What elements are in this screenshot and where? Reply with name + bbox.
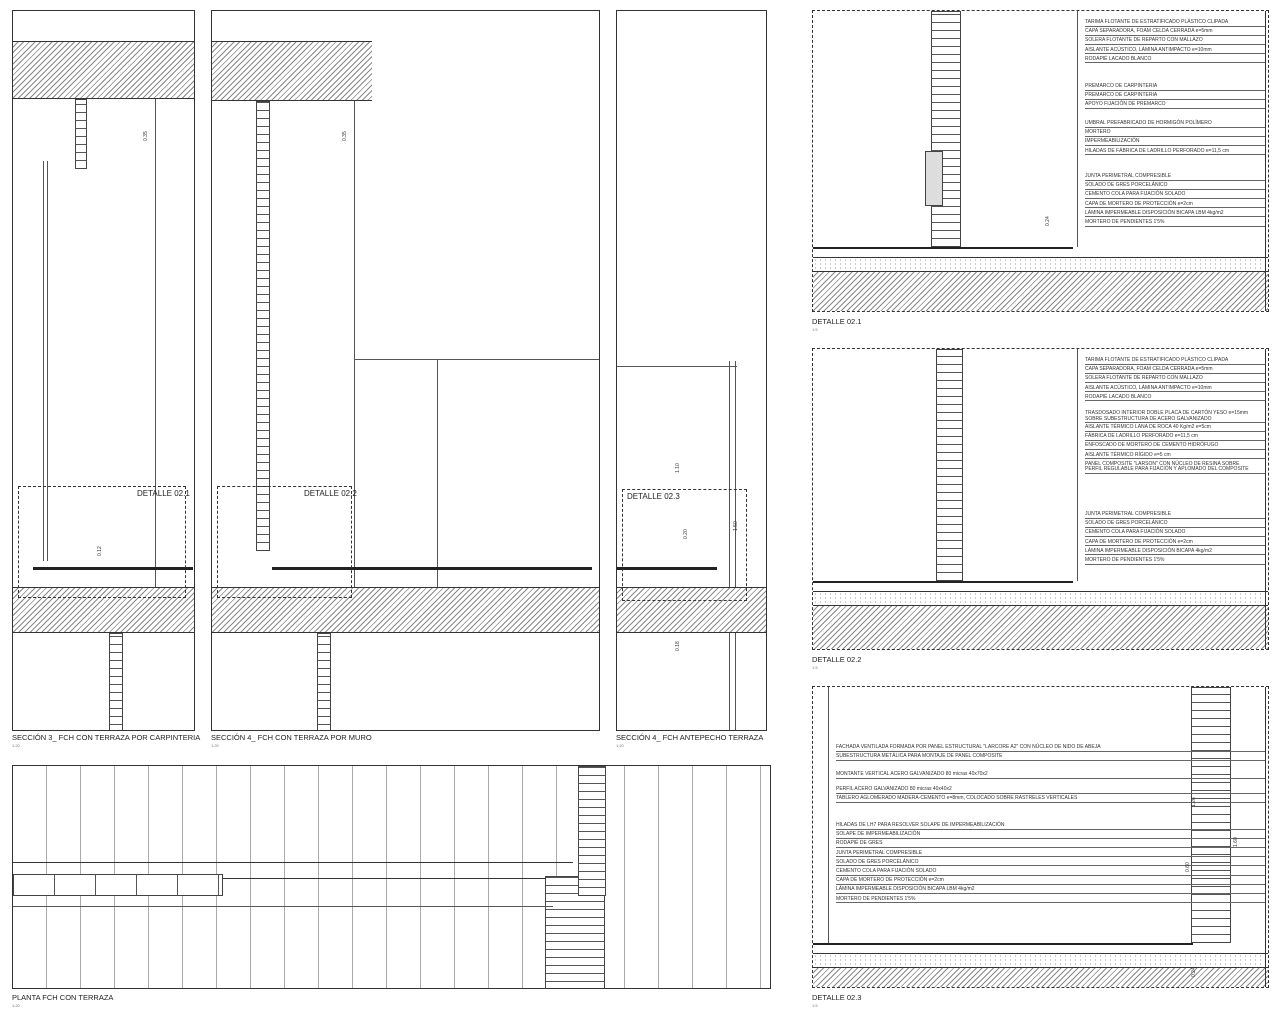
annotation-label: AISLANTE ACÚSTICO, LÁMINA ANTIMPACTO e=1… (1085, 385, 1265, 393)
annotation-label: TABLERO AGLOMERADO MADERA-CEMENTO e=8mm,… (836, 796, 1265, 803)
annotation-label: CAPA SEPARADORA, FOAM CELDA CERRADA e=5m… (1085, 367, 1265, 374)
guide-line (1077, 349, 1078, 581)
structural-slab (813, 271, 1268, 311)
annotation-label: SOLERA FLOTANTE DE REPARTO CON MALLAZO (1085, 38, 1265, 45)
section-caption: SECCIÓN 3_ FCH CON TERRAZA POR CARPINTER… (12, 733, 201, 742)
annotation-label: PANEL COMPOSITE "LARSON" CON NÚCLEO DE R… (1085, 461, 1265, 474)
waterproofing-layer (813, 581, 1073, 583)
annotation-label: ENFOSCADO DE MORTERO DE CEMENTO HIDRÓFUG… (1085, 443, 1265, 450)
section-4-drawing: DETALLE 02.2 0.35 (211, 10, 600, 731)
guide-line (828, 687, 829, 943)
annotation-label: PREMARCO DE CARPINTERIA (1085, 83, 1265, 91)
annotation-label: CEMENTO COLA PARA FIJACIÓN SOLADO (836, 868, 1265, 876)
annotation-label: MORTERO DE PENDIENTES 1'5% (1085, 219, 1265, 227)
annotation-label: SOLADO DE GRES PORCELÁNICO (836, 859, 1265, 867)
window-frame (925, 151, 943, 206)
annotation-label: FACHADA VENTILADA FORMADA POR PANEL ESTR… (836, 744, 1265, 752)
subgrade (813, 257, 1268, 271)
annotation-label: SOLERA FLOTANTE DE REPARTO CON MALLAZO (1085, 376, 1265, 383)
annotation-label: APOYO FIJACIÓN DE PREMARCO (1085, 102, 1265, 109)
border-line (1265, 11, 1266, 311)
upper-slab (13, 41, 194, 99)
annotation-label: CEMENTO COLA PARA FIJACIÓN SOLADO (1085, 192, 1265, 199)
annotation-label: JUNTA PERIMETRAL COMPRESIBLE (1085, 173, 1265, 181)
detail-caption: DETALLE 02.2 (812, 655, 862, 664)
detail-scale: 1:5 (812, 665, 818, 670)
annotation-label: CAPA DE MORTERO DE PROTECCIÓN e=2cm (1085, 539, 1265, 547)
structural-slab (813, 967, 1268, 987)
annotation-label: SOLADO DE GRES PORCELÁNICO (1085, 183, 1265, 190)
waterproofing-layer (813, 943, 1193, 945)
detail-caption: DETALLE 02.3 (812, 993, 862, 1002)
annotation-label: SOLAPE DE IMPERMEABILIZACIÓN (836, 832, 1265, 839)
detail-scale: 1:5 (812, 1003, 818, 1008)
section-4-parapet-drawing: DETALLE 02.3 1.10 1.50 0.20 0.18 (616, 10, 767, 731)
detail-scale: 1:5 (812, 327, 818, 332)
detail-panel: FACHADA VENTILADA FORMADA POR PANEL ESTR… (812, 686, 1269, 988)
structural-slab (813, 605, 1268, 649)
annotation-label: TRASDOSADO INTERIOR DOBLE PLACA DE CARTÓ… (1085, 410, 1265, 423)
waterproofing-layer (813, 247, 1073, 249)
detail-caption: DETALLE 02.1 (812, 317, 862, 326)
brick-wall (75, 99, 87, 169)
annotation-label: LÁMINA IMPERMEABLE DISPOSICIÓN BICAPA 4k… (1085, 548, 1265, 556)
section-3-drawing: DETALLE 02.1 0.35 0.12 (12, 10, 195, 731)
floor-slab (13, 587, 194, 633)
annotation-label: AISLANTE ACÚSTICO, LÁMINA ANTIMPACTO e=1… (1085, 47, 1265, 55)
border-line (1265, 687, 1266, 987)
annotation-label: MONTANTE VERTICAL ACERO GALVANIZADO 80 m… (836, 771, 1265, 779)
detail-02-2-callout[interactable] (217, 486, 352, 598)
plan-drawing (12, 765, 771, 989)
annotation-label: TARIMA FLOTANTE DE ESTRATIFICADO PLÁSTIC… (1085, 19, 1265, 27)
annotation-label: TARIMA FLOTANTE DE ESTRATIFICADO PLÁSTIC… (1085, 357, 1265, 365)
annotation-label: MORTERO DE PENDIENTES 1'5% (836, 896, 1265, 904)
annotation-label: CEMENTO COLA PARA FIJACIÓN SOLADO (1085, 530, 1265, 537)
annotation-label: UMBRAL PREFABRICADO DE HORMIGÓN POLÍMERO (1085, 120, 1265, 128)
detail-label: DETALLE 02.1 (137, 489, 190, 498)
annotation-label: RODAPIÉ LACADO BLANCO (1085, 394, 1265, 402)
annotation-label: CAPA DE MORTERO DE PROTECCIÓN e=2cm (836, 878, 1265, 885)
dimension-label: 1.26 (1191, 797, 1197, 807)
detail-panel: TARIMA FLOTANTE DE ESTRATIFICADO PLÁSTIC… (812, 10, 1269, 312)
annotation-label: SOLADO DE GRES PORCELÁNICO (1085, 521, 1265, 528)
dimension-label: 1.60 (1233, 837, 1239, 847)
wall (936, 349, 963, 581)
detail-02-1-callout[interactable] (18, 486, 186, 598)
detail-panel: TARIMA FLOTANTE DE ESTRATIFICADO PLÁSTIC… (812, 348, 1269, 650)
dimension-label: 0.24 (1045, 216, 1051, 226)
annotation-label: LÁMINA IMPERMEABLE DISPOSICIÓN BICAPA LB… (1085, 210, 1265, 218)
border-line (1265, 349, 1266, 649)
annotation-label: JUNTA PERIMETRAL COMPRESIBLE (836, 850, 1265, 858)
annotation-label: FÁBRICA DE LADRILLO PERFORADO e=11,5 cm (1085, 434, 1265, 441)
dimension-label: 0.60 (1185, 862, 1191, 872)
annotation-label: MORTERO DE PENDIENTES 1'5% (1085, 557, 1265, 565)
annotation-label: HILADAS DE FÁBRICA DE LADRILLO PERFORADO… (1085, 148, 1265, 156)
detail-02-3-callout[interactable] (622, 489, 747, 601)
annotation-label: CAPA SEPARADORA, FOAM CELDA CERRADA e=5m… (1085, 29, 1265, 36)
annotation-label: RODAPIÉ DE GRES (836, 841, 1265, 848)
annotation-label: PERFIL ACERO GALVANIZADO 80 micras 40x40… (836, 786, 1265, 794)
annotation-label: PREMARCO DE CARPINTERIA (1085, 93, 1265, 100)
annotation-label: LÁMINA IMPERMEABLE DISPOSICIÓN BICAPA LB… (836, 887, 1265, 894)
annotation-label: MORTERO (1085, 130, 1265, 137)
annotation-label: JUNTA PERIMETRAL COMPRESIBLE (1085, 511, 1265, 519)
annotation-label: IMPERMEABILIZACIÓN (1085, 139, 1265, 146)
annotation-label: AISLANTE TÉRMICO RÍGIDO e=5 cm (1085, 452, 1265, 460)
guide-line (1077, 11, 1078, 247)
annotation-label: SUBESTRUCTURA METÁLICA PARA MONTAJE DE P… (836, 754, 1265, 761)
annotation-label: HILADAS DE LH7 PARA RESOLVER SOLAPE DE I… (836, 822, 1265, 830)
wall (931, 11, 961, 247)
dimension-label: 0.24 (1191, 967, 1197, 977)
annotation-label: RODAPIÉ LACADO BLANCO (1085, 56, 1265, 64)
annotation-label: CAPA DE MORTERO DE PROTECCIÓN e=2cm (1085, 201, 1265, 209)
subgrade (813, 953, 1268, 967)
annotation-label: AISLANTE TÉRMICO LANA DE ROCA 40 Kg/m2 e… (1085, 424, 1265, 432)
wall (1191, 687, 1231, 943)
subgrade (813, 591, 1268, 605)
